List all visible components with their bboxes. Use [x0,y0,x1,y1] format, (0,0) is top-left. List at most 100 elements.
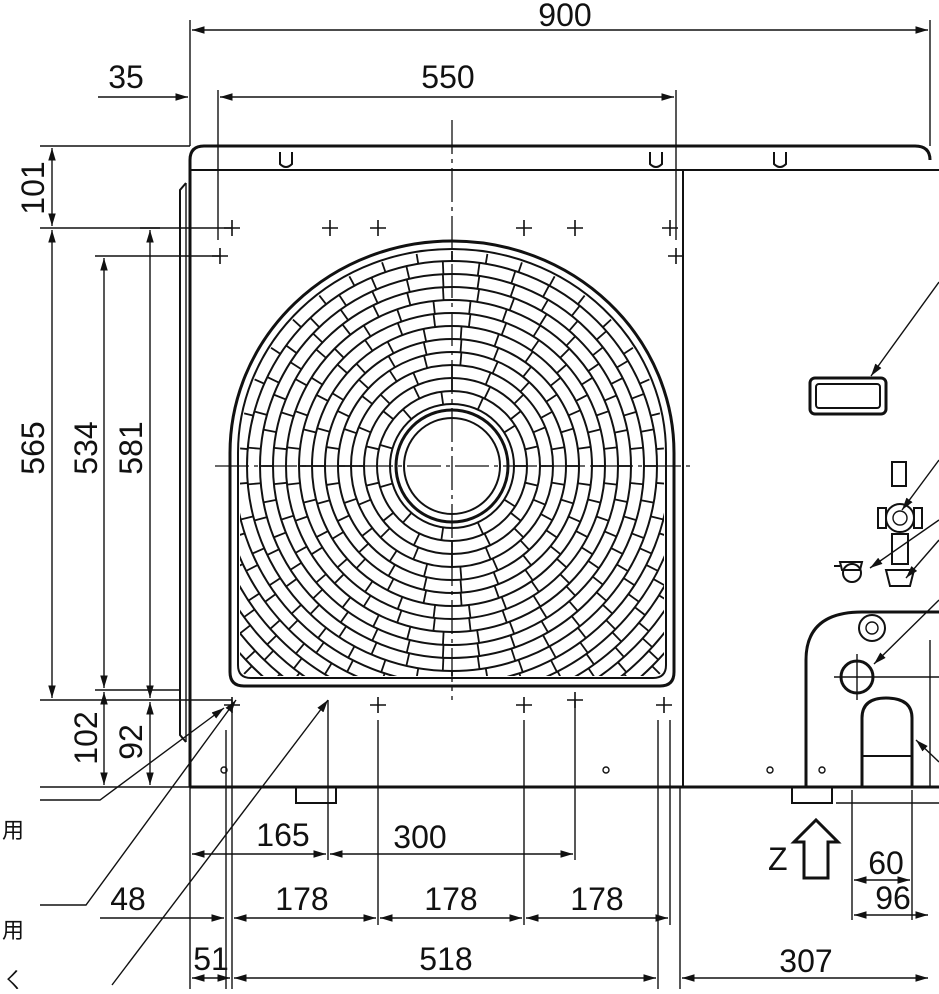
guard-tie [603,605,613,614]
guard-tie [596,517,608,521]
guard-tie [615,430,628,433]
guard-tie [210,549,222,553]
guard-tie [269,347,280,354]
guard-tie [390,217,393,230]
guard-tie [640,378,652,383]
guard-tie [425,722,426,735]
nameplate [810,378,886,414]
dim-right-60: 60 [868,845,904,881]
guard-tie [223,300,234,308]
guard-tie [317,395,329,401]
dim-bottom-307: 307 [779,943,832,979]
guard-tie [246,651,255,660]
guard-tie [416,668,418,681]
guard-tie [424,329,427,342]
guard-tie [734,448,747,449]
guard-tie [615,499,628,502]
guard-tie [469,748,470,761]
guard-tie [461,593,462,606]
guard-tie [493,558,498,570]
guard-tie [204,596,215,602]
guard-tie [535,723,539,735]
guard-tie [348,646,354,657]
guard-tie [157,483,170,484]
guard-tie [443,274,444,287]
guard-tie [540,607,547,618]
guard-tie [643,285,653,294]
base-feet [221,767,832,803]
guard-tie [249,593,260,600]
guard-tie [597,592,607,601]
guard-tie [390,230,393,243]
guard-tie [310,605,319,614]
guard-tie [708,483,721,484]
guard-tie [503,744,505,757]
guard-tie [295,379,306,385]
guard-tie [265,594,276,602]
guard-tie [342,324,350,334]
guard-tie [300,694,307,705]
guard-tie [407,293,410,306]
guard-tie [682,483,695,484]
guard-tie [300,227,307,238]
guard-tie [618,662,626,672]
guard-tie [295,411,307,415]
guard-tie [694,313,705,320]
guard-tie [287,483,300,484]
guard-tie [335,349,344,358]
guard-tie [294,658,302,668]
guard-tie [527,235,531,247]
guard-tie [494,348,499,360]
guard-tie [486,668,488,681]
guard-tie [624,412,636,416]
side-label-yo-1: 用 [2,818,24,843]
guard-tie [597,331,607,340]
guard-tie [407,279,410,292]
guard-tie [640,548,652,553]
guard-tie [161,517,174,519]
guard-tie [561,500,573,504]
guard-tie [359,544,369,553]
guard-tie [552,483,565,485]
guard-tie [486,547,491,559]
guard-tie [373,615,379,627]
guard-tie [641,500,654,502]
guard-tie [424,355,427,368]
guard-tie [653,347,664,353]
guard-tie [682,448,695,449]
guard-tie [550,646,556,657]
guard-tie [656,448,669,449]
guard-tie [324,243,331,254]
guard-tie [576,531,588,537]
guard-tie [267,287,276,296]
guard-tie [383,411,393,419]
guard-tie [403,513,412,523]
guard-tie [664,313,675,320]
guard-tie [296,644,304,654]
guard-tie [201,413,214,416]
guard-tie [649,272,658,281]
guard-tie [612,290,621,299]
guard-tie [243,666,252,675]
guard-tie [383,513,393,521]
guard-tie [656,483,669,484]
guard-tie [590,683,597,694]
guard-tie [425,709,426,722]
guard-tie [235,448,248,449]
view-label-z: Z [768,841,788,877]
guard-tie [503,175,505,188]
guard-tie [390,703,393,716]
guard-tie [281,516,293,520]
guard-tie [270,303,280,312]
guard-tie [557,365,567,374]
guard-tie [543,635,549,646]
guard-tie [630,448,643,449]
guard-tie [364,325,371,336]
guard-tie [502,597,507,609]
guard-tie [611,548,623,554]
guard-tie [720,431,733,433]
guard-tie [317,500,330,504]
guard-tie [659,595,670,602]
guard-tie [225,345,236,351]
guard-tie [399,175,401,188]
